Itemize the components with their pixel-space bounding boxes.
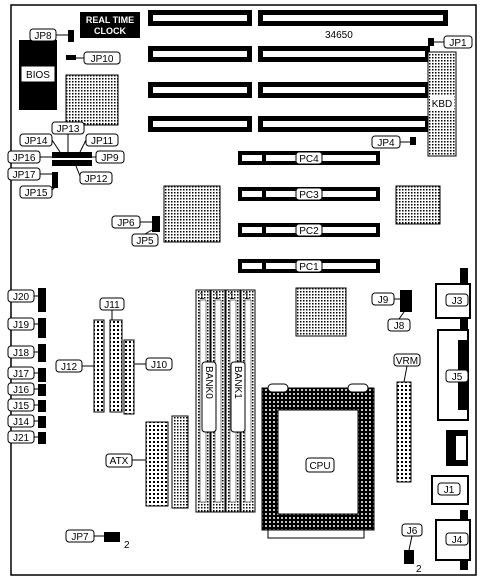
pin2-mark-j6: 2 <box>416 564 422 575</box>
pci-slot-label: PC2 <box>299 226 319 237</box>
jp4-label: JP4 <box>377 138 395 149</box>
jp8-label: JP8 <box>34 31 52 42</box>
j9-label: J9 <box>378 295 389 306</box>
j19-label: J19 <box>13 320 30 331</box>
pci-labels: PC4 PC3 PC2 PC1 <box>295 151 323 273</box>
vrm-connector <box>396 381 412 483</box>
pci-slot-label: PC4 <box>299 154 319 165</box>
floppy-connector-j10 <box>123 339 135 415</box>
j6-label: J6 <box>407 526 418 537</box>
pin1-mark: 1 <box>199 291 205 302</box>
jp6-label: JP6 <box>117 218 135 229</box>
ide-connector-j11 <box>109 319 123 413</box>
pci-slot-label: PC3 <box>299 190 319 201</box>
pin1-mark: 1 <box>244 291 250 302</box>
rtc-label-line2: CLOCK <box>94 26 126 36</box>
jp5-label: JP5 <box>136 236 154 247</box>
jp16-label: JP16 <box>13 153 36 164</box>
atx-label: ATX <box>110 456 129 467</box>
jp17-label: JP17 <box>13 170 36 181</box>
label-tags <box>7 28 473 546</box>
pin1-mark: 1 <box>214 291 220 302</box>
pci-slot-label: PC1 <box>299 262 319 273</box>
j18-label: J18 <box>13 348 30 359</box>
isa-slots <box>148 10 448 132</box>
part-number: 34650 <box>325 30 353 41</box>
pin2-mark-jp7: 2 <box>124 540 130 551</box>
real-time-clock-chip <box>80 12 140 38</box>
j5-label: J5 <box>452 372 463 383</box>
bank1-label: BANK1 <box>232 366 243 399</box>
j4-label: J4 <box>452 535 463 546</box>
j20-label: J20 <box>13 292 30 303</box>
cpu-label: CPU <box>309 461 330 472</box>
chipset-large <box>163 185 221 243</box>
bank0-label: BANK0 <box>203 366 214 399</box>
jp11-label: JP11 <box>91 136 113 147</box>
jp7-label: JP7 <box>71 532 89 543</box>
j11-label: J11 <box>104 300 120 311</box>
vrm-label: VRM <box>396 356 418 367</box>
pin-headers <box>38 30 434 564</box>
jp14-label: JP14 <box>25 136 48 147</box>
kbd-label: KBD <box>432 99 453 110</box>
chipset-small-right <box>395 185 441 225</box>
jp10-label: JP10 <box>91 54 114 65</box>
j10-label: J10 <box>151 360 168 371</box>
j3-label: J3 <box>452 296 463 307</box>
bios-label: BIOS <box>26 70 50 81</box>
chipset-center <box>295 287 347 337</box>
j1-label: J1 <box>444 485 455 496</box>
j12-label: J12 <box>61 362 78 373</box>
jp9-label: JP9 <box>101 153 119 164</box>
jp13-label: JP13 <box>57 124 80 135</box>
jp15-label: JP15 <box>25 188 48 199</box>
j14-label: J14 <box>13 417 30 428</box>
jp12-label: JP12 <box>85 174 108 185</box>
rtc-label-line1: REAL TIME <box>86 15 134 25</box>
j15-label: J15 <box>13 401 30 412</box>
chipset-north-upper <box>65 74 119 126</box>
jp1-label: JP1 <box>449 38 467 49</box>
atx-power-connector <box>145 421 169 507</box>
j17-label: J17 <box>13 369 30 380</box>
leader-lines <box>34 34 444 551</box>
j16-label: J16 <box>13 385 30 396</box>
j8-label: J8 <box>394 321 405 332</box>
j21-label: J21 <box>13 433 30 444</box>
ide-connector-j12 <box>93 319 105 413</box>
pin1-mark: 1 <box>229 291 235 302</box>
